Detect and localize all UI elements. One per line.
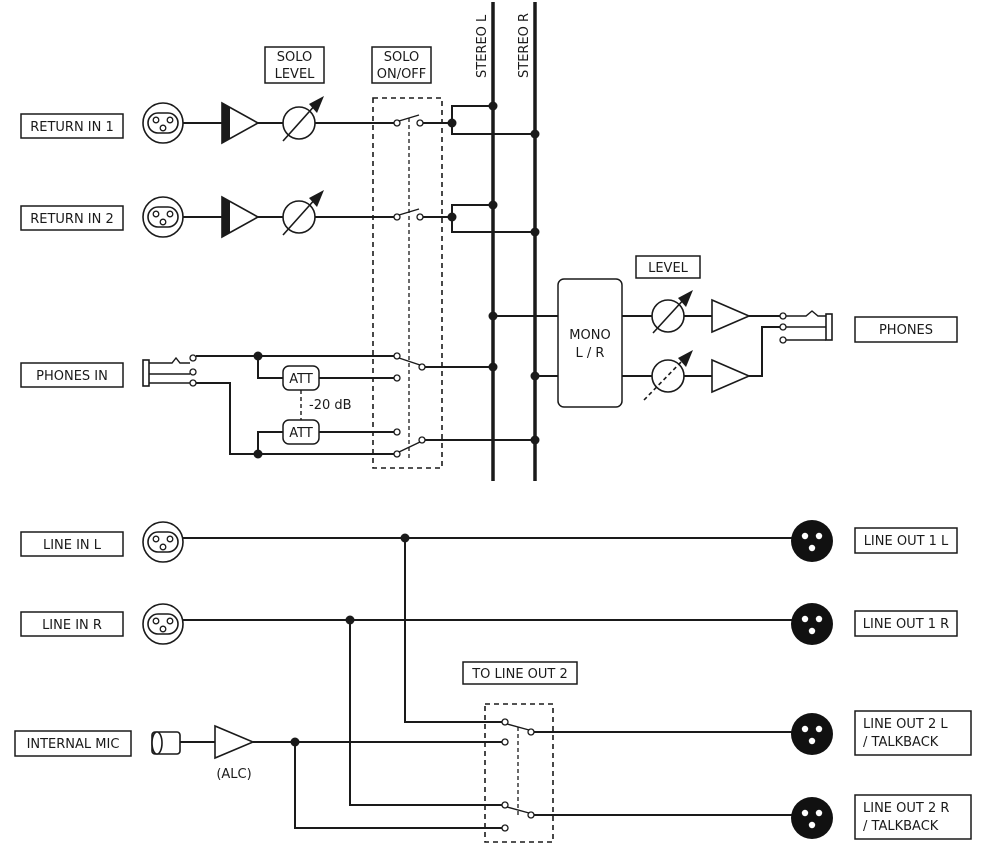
phones-amp-icon [711, 298, 752, 334]
phones-text: PHONES [879, 323, 933, 338]
solo-level-line1: SOLO [277, 50, 313, 65]
phones-amp-icon [711, 358, 752, 394]
line-in-r-label: LINE IN R [20, 611, 124, 637]
phones-level-knob-icon [643, 350, 693, 401]
phones-in-label: PHONES IN [20, 362, 124, 388]
solo-level-knob-icon [282, 96, 324, 142]
stereo-l-label: STEREO L [475, 14, 490, 78]
solo-level-label: SOLO LEVEL [264, 46, 325, 84]
to-line-out-2-text: TO LINE OUT 2 [471, 667, 568, 682]
solo-onoff-line1: SOLO [384, 50, 420, 65]
stereo-r-label: STEREO R [517, 13, 532, 78]
line-out-1-r-label: LINE OUT 1 R [854, 610, 958, 637]
att-2-text: ATT [289, 426, 313, 441]
line-out-2-l-text-1: LINE OUT 2 L [863, 717, 948, 732]
line-out-2-r-text-1: LINE OUT 2 R [863, 801, 949, 816]
xlr-male-icon [791, 713, 833, 755]
mono-text-1: MONO [569, 328, 610, 343]
line-out-2-r-label: LINE OUT 2 R / TALKBACK [854, 794, 972, 840]
phones-in-switch-l [393, 352, 426, 382]
return-in-1-label: RETURN IN 1 [20, 113, 124, 139]
phones-jack-icon [779, 310, 833, 344]
mono-lr-block: MONO L / R [557, 278, 623, 408]
solo-onoff-label: SOLO ON/OFF [371, 46, 432, 84]
return-in-2-text: RETURN IN 2 [30, 212, 114, 227]
line-in-l-text: LINE IN L [43, 538, 102, 553]
att-box-1: ATT [282, 365, 320, 391]
line-out-2-l-label: LINE OUT 2 L / TALKBACK [854, 710, 972, 756]
mono-text-2: L / R [576, 346, 605, 361]
solo-level-line2: LEVEL [275, 67, 316, 82]
att-value-label: -20 dB [309, 398, 352, 413]
line-out-2-switch-r [501, 801, 535, 832]
return-in-2-label: RETURN IN 2 [20, 205, 124, 231]
solo-onoff-line2: ON/OFF [377, 67, 427, 82]
xlr-male-icon [791, 520, 833, 562]
line-out-1-r-text: LINE OUT 1 R [863, 617, 949, 632]
solo-level-knob-icon [282, 190, 324, 236]
xlr-male-icon [791, 797, 833, 839]
internal-mic-label: INTERNAL MIC [14, 730, 132, 757]
internal-mic-text: INTERNAL MIC [27, 737, 120, 752]
att-box-2: ATT [282, 419, 320, 445]
level-label: LEVEL [635, 255, 701, 279]
return-in-1-text: RETURN IN 1 [30, 120, 114, 135]
alc-amp-icon [214, 724, 256, 760]
xlr-female-icon [142, 196, 184, 238]
line-out-2-l-text-2: / TALKBACK [863, 735, 939, 750]
phone-jack-icon [142, 354, 197, 387]
line-out-1-l-label: LINE OUT 1 L [854, 527, 958, 554]
line-out-2-switch-l [501, 718, 535, 815]
phones-in-switch-r [393, 428, 426, 458]
preamp-icon [221, 195, 260, 239]
xlr-female-icon [142, 603, 184, 645]
line-out-2-switch-group [484, 703, 554, 843]
solo-switch-1 [393, 114, 424, 460]
att-1-text: ATT [289, 372, 313, 387]
xlr-female-icon [142, 521, 184, 563]
to-line-out-2-label: TO LINE OUT 2 [462, 661, 578, 685]
phones-in-text: PHONES IN [36, 369, 108, 384]
level-text: LEVEL [648, 261, 689, 276]
phones-level-knob-icon [651, 290, 693, 334]
line-out-2-r-text-2: / TALKBACK [863, 819, 939, 834]
xlr-female-icon [142, 102, 184, 144]
mic-capsule-icon [151, 731, 181, 755]
preamp-icon [221, 101, 260, 145]
xlr-male-icon [791, 603, 833, 645]
line-in-l-label: LINE IN L [20, 531, 124, 557]
solo-switch-2 [393, 208, 424, 221]
line-in-r-text: LINE IN R [42, 618, 102, 633]
line-out-1-l-text: LINE OUT 1 L [864, 534, 949, 549]
alc-label: (ALC) [216, 767, 251, 782]
phones-label: PHONES [854, 316, 958, 343]
solo-switch-group [372, 97, 443, 469]
